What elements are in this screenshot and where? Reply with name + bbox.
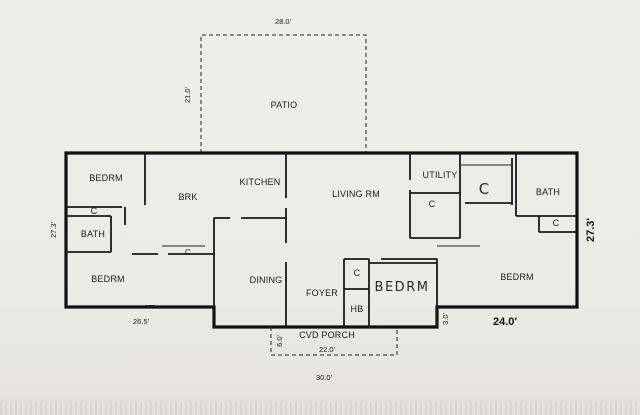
room-labels: BEDRM C BATH BEDRM BRK KITCHEN C DINING …	[81, 170, 560, 314]
label-hb: HB	[351, 304, 364, 314]
label-bath-right: BATH	[536, 187, 560, 197]
label-bedrm-bottom-left: BEDRM	[91, 274, 125, 284]
porch-outline	[270, 327, 398, 356]
label-bath-left: BATH	[81, 229, 105, 239]
label-bedrm-right: BEDRM	[500, 272, 534, 282]
overall-width-dimension: 30.0'	[316, 373, 333, 382]
patio-width-dimension: 28.0'	[275, 17, 292, 26]
dimensions: 27.3' 27.3' 26.5' 24.0' 3.0' 30.0'	[49, 218, 597, 382]
label-utility: UTILITY	[423, 170, 458, 180]
exterior-wall	[64, 151, 579, 329]
patio: PATIO 28.0' 21.0'	[183, 17, 367, 153]
label-cvd-porch: CVD PORCH	[299, 330, 355, 340]
label-dining: DINING	[250, 275, 283, 285]
label-brk: BRK	[178, 192, 197, 202]
porch-width-dimension: 22.0'	[319, 345, 336, 354]
label-closet-foyer: C	[354, 268, 361, 278]
label-hall-closet: C	[185, 248, 191, 257]
label-bedrm-top-left: BEDRM	[89, 173, 123, 183]
label-kitchen: KITCHEN	[240, 177, 281, 187]
bottom-right-dimension: 24.0'	[493, 316, 517, 328]
porch-depth-dimension: 6.0'	[275, 335, 284, 347]
patio-depth-dimension: 21.0'	[183, 86, 192, 103]
bottom-left-dimension: 26.5'	[133, 317, 150, 326]
patio-outline	[200, 34, 367, 153]
interior-walls	[66, 153, 577, 327]
covered-porch: CVD PORCH 22.0' 6.0'	[270, 327, 398, 356]
left-height-dimension: 27.3'	[49, 221, 58, 238]
label-closet-bath-right: C	[553, 218, 560, 228]
patio-label: PATIO	[271, 100, 298, 110]
right-height-dimension: 27.3'	[585, 218, 597, 242]
label-closet-left: C	[91, 206, 98, 216]
porch-offset-dimension: 3.0'	[441, 313, 450, 325]
label-bedrm-handwritten: BEDRM	[375, 280, 430, 295]
label-closet-handwritten: C	[479, 180, 489, 198]
label-closet-utility: C	[429, 199, 436, 209]
label-living-rm: LIVING RM	[332, 189, 380, 199]
scan-edge	[0, 401, 640, 415]
label-foyer: FOYER	[306, 288, 338, 298]
